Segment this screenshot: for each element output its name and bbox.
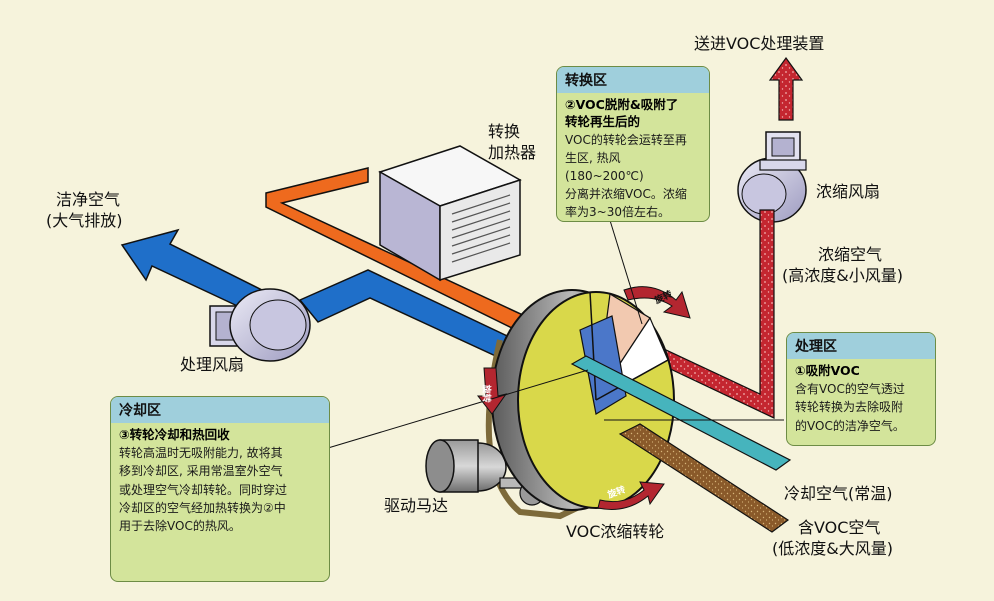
convert-zone-line: VOC的转轮会运转至再: [565, 132, 687, 147]
convert-zone-box: 转换区 ②VOC脱附&吸附了 转轮再生后的 VOC的转轮会运转至再 生区, 热风…: [556, 66, 710, 222]
cooling-air-duct: [570, 355, 792, 471]
label-voc-air-line2: (低浓度&大风量): [772, 539, 893, 558]
cooling-zone-box: 冷却区 ③转轮冷却和热回收 转轮高温时无吸附能力, 故将其 移到冷却区, 采用常…: [110, 396, 330, 582]
cooling-zone-title: 冷却区: [111, 397, 329, 423]
rotation-arrow-left: [476, 367, 508, 415]
outlet-arrow: [768, 56, 804, 121]
process-zone-line: 的VOC的洁净空气。: [795, 418, 905, 433]
label-concentrated-air-line1: 浓缩空气: [818, 245, 883, 264]
process-zone-sub1: ①吸附VOC: [795, 363, 860, 378]
label-clean-air-line1: 洁净空气: [56, 190, 121, 209]
rotation-label-left: 旋转: [480, 384, 491, 403]
label-process-fan: 处理风扇: [180, 355, 245, 374]
convert-zone-sub2: 转轮再生后的: [565, 113, 641, 129]
cooling-zone-line: 冷却区的空气经加热转换为②中: [119, 501, 286, 516]
convert-zone-line: 生区, 热风 (180~200℃): [565, 151, 644, 183]
process-zone-line: 含有VOC的空气透过: [795, 381, 905, 396]
label-clean-air-line2: (大气排放): [46, 211, 123, 230]
convert-zone-sub1: ②VOC脱附&吸附了: [565, 97, 679, 112]
process-zone-box: 处理区 ①吸附VOC 含有VOC的空气透过 转轮转换为去除吸附 的VOC的洁净空…: [786, 332, 936, 446]
cooling-zone-line: 用于去除VOC的热风。: [119, 519, 241, 534]
label-heater-line2: 加热器: [488, 143, 537, 162]
process-fan: [209, 288, 311, 362]
label-concentrated-air-line2: (高浓度&小风量): [782, 266, 903, 285]
transfer-heater: [378, 145, 522, 282]
label-heater-line1: 转换: [488, 122, 521, 141]
leader-line-cooling: [327, 369, 589, 449]
clean-air-arrow: [120, 228, 264, 311]
process-zone-title: 处理区: [787, 333, 935, 359]
label-concentration-fan: 浓缩风扇: [816, 182, 881, 201]
label-voc-air-line1: 含VOC空气: [798, 518, 881, 537]
label-top-destination: 送进VOC处理装置: [694, 34, 825, 53]
rotation-arrow-top: [623, 286, 691, 319]
cooling-zone-line: 移到冷却区, 采用常温室外空气: [119, 464, 283, 479]
label-drive-motor: 驱动马达: [384, 496, 449, 515]
process-zone-line: 转轮转换为去除吸附: [795, 400, 904, 415]
concentration-fan: [737, 131, 807, 223]
cooling-zone-line: 转轮高温时无吸附能力, 故将其: [119, 445, 283, 460]
cooling-zone-line: 或处理空气冷却转轮。同时穿过: [119, 482, 288, 497]
cooling-zone-sub1: ③转轮冷却和热回收: [119, 427, 230, 442]
convert-zone-line: 率为3~30倍左右。: [565, 205, 670, 220]
convert-zone-title: 转换区: [557, 67, 709, 93]
rotation-arrow-bottom: [597, 481, 665, 510]
voc-inlet-duct: [618, 423, 790, 533]
label-cooling-air: 冷却空气(常温): [784, 484, 893, 503]
label-voc-rotor: VOC浓缩转轮: [566, 522, 665, 541]
drive-motor: [425, 439, 545, 506]
convert-zone-line: 分离并浓缩VOC。浓缩: [565, 186, 687, 201]
